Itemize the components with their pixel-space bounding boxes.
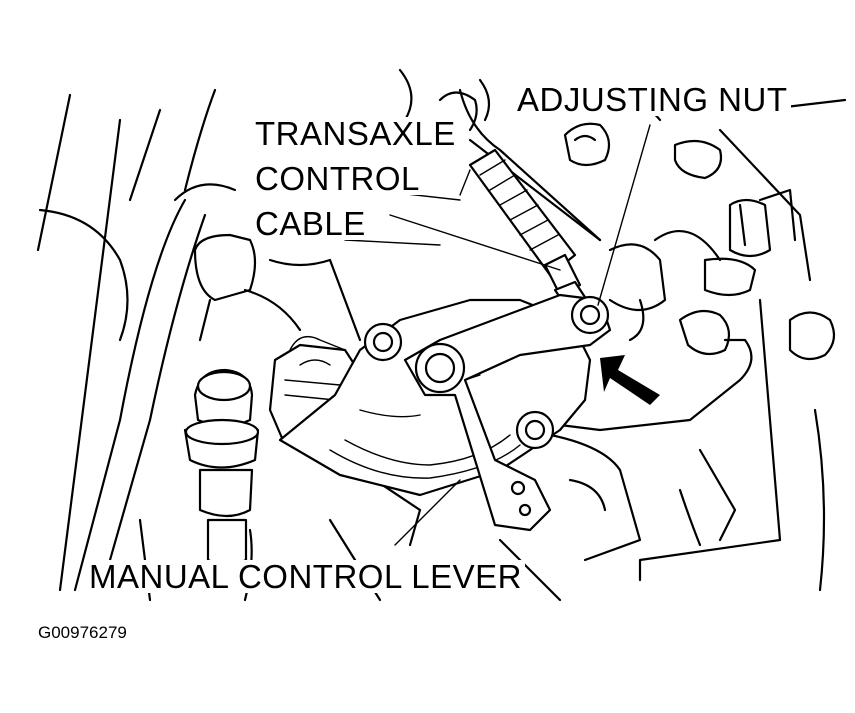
label-manual-control-lever: MANUAL CONTROL LEVER <box>86 560 525 593</box>
label-cable-line2: CONTROL <box>252 162 423 195</box>
label-cable-line3: CABLE <box>252 207 369 240</box>
left-bolt-stack <box>183 368 260 567</box>
manual-control-lever <box>403 293 612 532</box>
label-cable-line1: TRANSAXLE <box>252 117 459 150</box>
leader-lines <box>344 124 651 546</box>
label-adjusting-nut: ADJUSTING NUT <box>514 83 791 116</box>
figure-id: G00976279 <box>38 623 127 642</box>
adjustment-arrow <box>600 355 660 405</box>
